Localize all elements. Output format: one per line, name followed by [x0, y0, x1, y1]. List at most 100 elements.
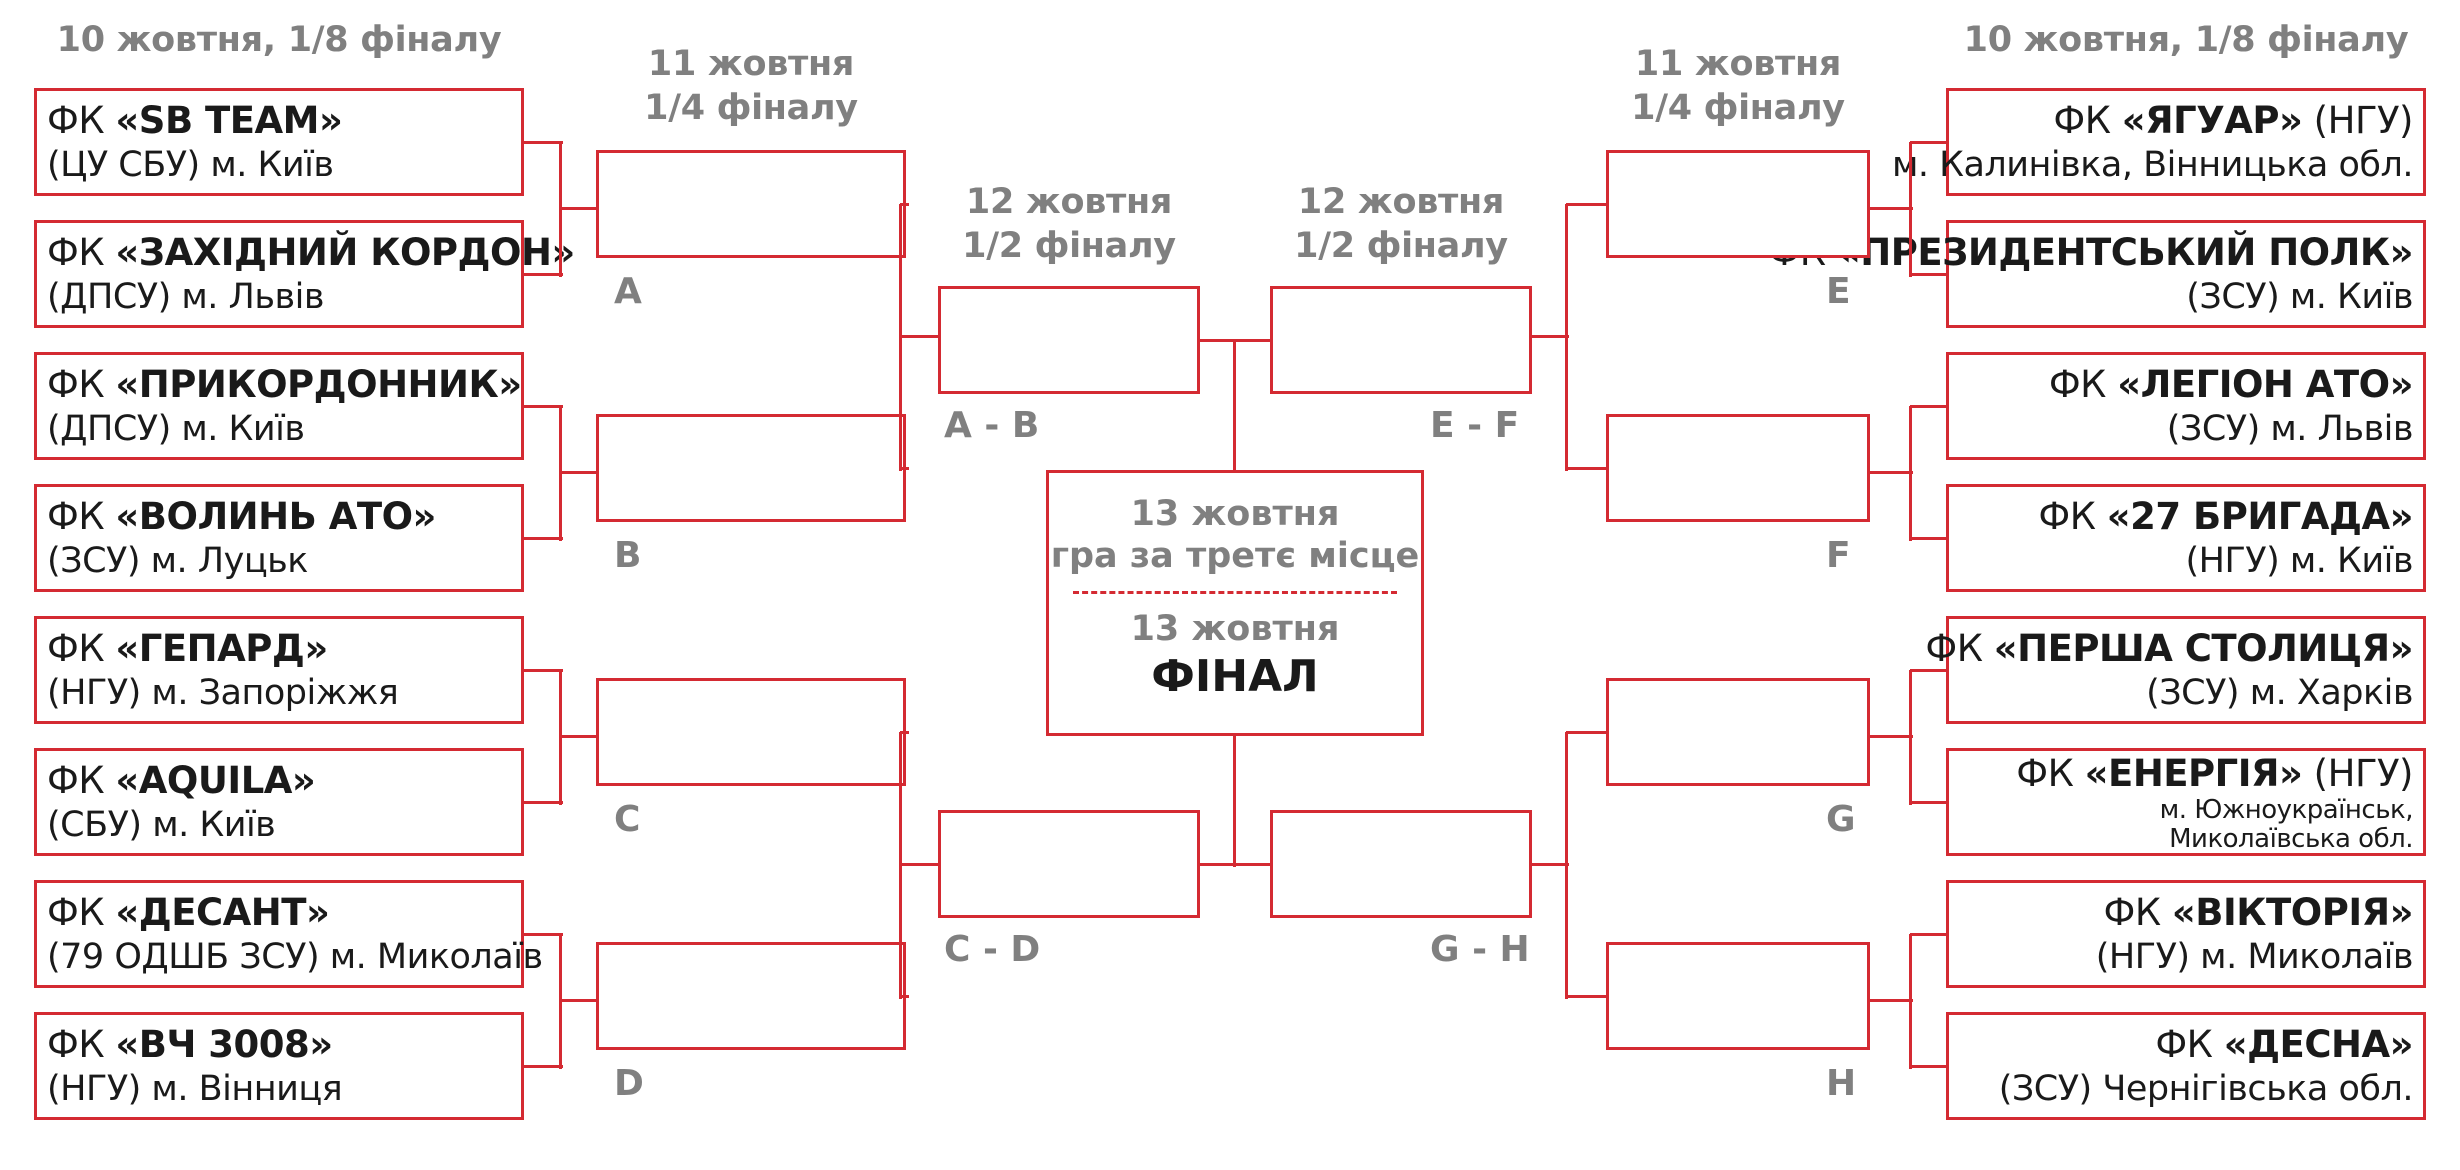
team-text: ФК: [2155, 1022, 2224, 1066]
team-box-left-2: ФК «ЗАХІДНИЙ КОРДОН»(ДПСУ) м. Львів: [34, 220, 575, 328]
quarterfinal-box-right-1: [1606, 150, 1870, 258]
semifinal-header-left: 1/2 фіналу: [962, 226, 1176, 266]
center-link-bottom: [1233, 736, 1236, 867]
semifinal-label: G - H: [1430, 929, 1530, 970]
team-box-left-3: ФК «ПРИКОРДОННИК»(ДПСУ) м. Київ: [34, 352, 524, 460]
team-line-3: Миколаївська обл.: [2169, 823, 2413, 854]
connector-line: [900, 863, 941, 866]
team-name: «ДЕСАНТ»: [115, 890, 330, 934]
team-box-right-5: ФК «ПЕРША СТОЛИЦЯ»(ЗСУ) м. Харків: [1925, 616, 2426, 724]
team-line-1: ФК «ПРИКОРДОННИК»: [47, 362, 522, 407]
team-name: «ВЧ 3008»: [115, 1022, 333, 1066]
team-text: ФК: [47, 494, 116, 538]
team-line-2: (ЗСУ) м. Київ: [2186, 276, 2413, 317]
team-box-left-6: ФК «AQUILA»(СБУ) м. Київ: [34, 748, 524, 856]
quarterfinal-label: A: [614, 271, 642, 312]
connector-line: [560, 735, 599, 738]
team-name: «ПЕРША СТОЛИЦЯ»: [1993, 626, 2414, 670]
connector-line: [1910, 537, 1949, 540]
team-line-1: ФК «ДЕСНА»: [2155, 1022, 2413, 1067]
connector-line: [1910, 141, 1949, 144]
quarterfinal-label: D: [614, 1063, 644, 1104]
team-line-2: (ЦУ СБУ) м. Київ: [47, 144, 334, 185]
team-line-2: (НГУ) м. Вінниця: [47, 1068, 343, 1109]
team-text: ФК: [47, 362, 116, 406]
team-box-right-7: ФК «ВІКТОРІЯ»(НГУ) м. Миколаїв: [1946, 880, 2426, 988]
team-text: ФК: [47, 230, 116, 274]
team-box-right-1: ФК «ЯГУАР» (НГУ)м. Калинівка, Вінницька …: [1892, 88, 2426, 196]
connector-line: [524, 273, 563, 276]
connector-line: [524, 1065, 563, 1068]
team-line-2: (СБУ) м. Київ: [47, 804, 276, 845]
team-name: «27 БРИГАДА»: [2106, 494, 2414, 538]
team-box-left-1: ФК «SB TEAM»(ЦУ СБУ) м. Київ: [34, 88, 524, 196]
connector-line: [524, 537, 563, 540]
connector-line: [524, 141, 563, 144]
team-box-left-4: ФК «ВОЛИНЬ АТО»(ЗСУ) м. Луцьк: [34, 484, 524, 592]
team-box-left-8: ФК «ВЧ 3008»(НГУ) м. Вінниця: [34, 1012, 524, 1120]
team-line-1: ФК «ВОЛИНЬ АТО»: [47, 494, 436, 539]
connector-line: [1566, 467, 1609, 470]
team-line-2: (ЗСУ) Чернігівська обл.: [1998, 1068, 2414, 1109]
connector-line: [1910, 669, 1949, 672]
team-line-2: м. Калинівка, Вінницька обл.: [1891, 144, 2414, 185]
team-line-1: ФК «ЗАХІДНИЙ КОРДОН»: [47, 230, 575, 275]
quarterfinal-label: B: [614, 535, 642, 576]
team-name: «ВОЛИНЬ АТО»: [115, 494, 436, 538]
semifinal-header-right: 1/2 фіналу: [1294, 226, 1508, 266]
connector-line: [1532, 863, 1569, 866]
semifinal-box-right-2: [1270, 810, 1532, 918]
team-name: «ВІКТОРІЯ»: [2171, 890, 2414, 934]
connector-line: [1870, 999, 1913, 1002]
round-of-16-header-left: 10 жовтня, 1/8 фіналу: [56, 20, 502, 60]
team-line-1: ФК «ДЕСАНТ»: [47, 890, 330, 935]
team-name: «ЕНЕРГІЯ»: [2084, 751, 2303, 795]
quarterfinal-label: F: [1826, 535, 1851, 576]
connector-line: [900, 467, 909, 470]
team-line-1: ФК «ЯГУАР» (НГУ): [2053, 98, 2413, 143]
team-line-2: (НГУ) м. Запоріжжя: [47, 672, 399, 713]
team-text: ФК: [47, 626, 116, 670]
team-box-left-5: ФК «ГЕПАРД»(НГУ) м. Запоріжжя: [34, 616, 524, 724]
team-text: ФК: [2038, 494, 2107, 538]
connector-line: [524, 405, 563, 408]
semifinal-link: [1200, 339, 1273, 342]
quarterfinal-box-right-4: [1606, 942, 1870, 1050]
team-line-2: (ЗСУ) м. Луцьк: [47, 540, 308, 581]
quarterfinal-box-left-4: [596, 942, 906, 1050]
team-line-2: (ЗСУ) м. Харків: [2146, 672, 2413, 713]
team-line-2: (ДПСУ) м. Київ: [47, 408, 305, 449]
final-title: ФІНАЛ: [1151, 651, 1319, 702]
semifinal-link: [1200, 863, 1273, 866]
quarterfinal-box-right-2: [1606, 414, 1870, 522]
connector-line: [1870, 735, 1913, 738]
team-box-right-2: ФК «ПРЕЗИДЕНТСЬКИЙ ПОЛК»(ЗСУ) м. Київ: [1768, 220, 2426, 328]
connector-line: [524, 933, 563, 936]
connector-line: [1910, 273, 1949, 276]
connector-line: [900, 203, 909, 206]
dashed-divider: [1073, 591, 1397, 594]
team-line-2: (НГУ) м. Миколаїв: [2095, 936, 2414, 977]
team-text: (НГУ): [2302, 98, 2414, 142]
team-name: «ЛЕГІОН АТО»: [2117, 362, 2413, 406]
connector-line: [1910, 933, 1949, 936]
connector-line: [1532, 335, 1569, 338]
quarterfinal-box-left-3: [596, 678, 906, 786]
team-line-1: ФК «SB TEAM»: [47, 98, 343, 143]
quarterfinal-box-left-1: [596, 150, 906, 258]
quarterfinal-label: H: [1826, 1063, 1857, 1104]
team-text: ФК: [1925, 626, 1994, 670]
connector-line: [1870, 471, 1913, 474]
connector-line: [1910, 801, 1949, 804]
team-name: «ПРИКОРДОННИК»: [115, 362, 522, 406]
team-text: ФК: [2048, 362, 2118, 406]
quarterfinal-header-right: 1/4 фіналу: [1631, 88, 1845, 128]
semifinal-header-right: 12 жовтня: [1297, 182, 1505, 222]
team-text: ФК: [2053, 98, 2122, 142]
connector-line: [1870, 207, 1913, 210]
team-line-1: ФК «AQUILA»: [47, 758, 316, 803]
quarterfinal-header-left: 1/4 фіналу: [644, 88, 858, 128]
connector-line: [1566, 731, 1609, 734]
